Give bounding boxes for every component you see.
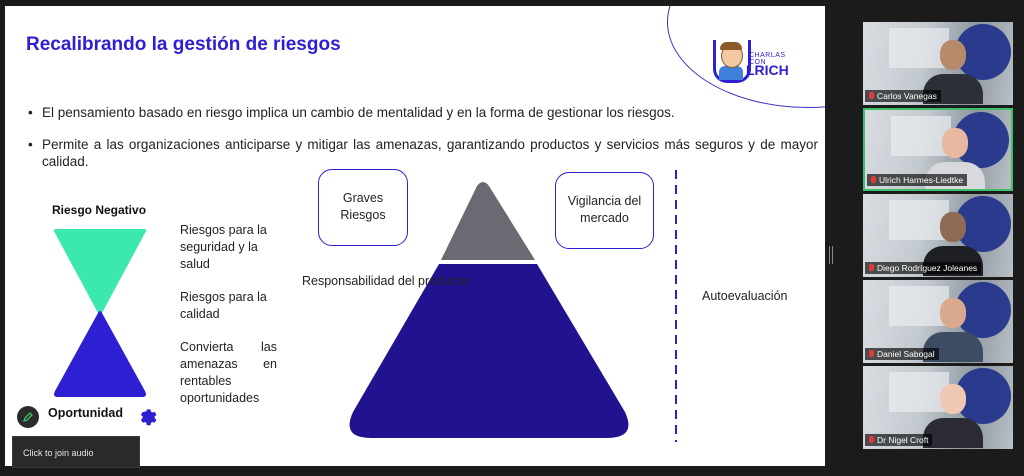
participant-head	[940, 212, 966, 242]
participant-name: Carlos Vanegas	[865, 90, 941, 102]
vigilancia-bubble: Vigilancia del mercado	[555, 172, 654, 249]
logo-avatar-hair	[720, 42, 742, 50]
panel-resize-handle[interactable]	[829, 246, 833, 264]
muted-mic-icon	[871, 176, 876, 183]
video-background-wall	[889, 28, 949, 68]
participant-name-text: Diego Rodríguez Joleanes	[877, 263, 978, 273]
join-audio-button[interactable]: Click to join audio	[12, 436, 140, 468]
participant-tile[interactable]: Carlos Vanegas	[863, 22, 1013, 105]
video-background-wall	[891, 116, 951, 156]
responsabilidad-label: Responsabilidad del productor	[302, 274, 471, 288]
autoevaluacion-label: Autoevaluación	[702, 289, 788, 303]
participant-name-text: Daniel Sabogal	[877, 349, 935, 359]
bullet-dot: •	[28, 137, 33, 152]
logo-big-text: LRICH	[746, 62, 789, 78]
participant-head	[940, 384, 966, 414]
pyramid-bottom	[349, 264, 629, 438]
participant-name-text: Ulrich Harmes-Liedtke	[879, 175, 964, 185]
risk-item-opportunities: Convierta las amenazas en rentables opor…	[180, 340, 277, 405]
pyramid-top	[441, 182, 535, 260]
participant-name: Daniel Sabogal	[865, 348, 939, 360]
participant-name: Diego Rodríguez Joleanes	[865, 262, 982, 274]
charlas-con-ulrich-logo: CHARLAS CON LRICH	[713, 38, 803, 88]
bullet-item: • El pensamiento basado en riesgo implic…	[28, 104, 818, 121]
participant-name-text: Carlos Vanegas	[877, 91, 937, 101]
bullet-text: El pensamiento basado en riesgo implica …	[42, 105, 675, 120]
video-background-wall	[889, 200, 949, 240]
hourglass-top-triangle	[53, 229, 147, 315]
riesgo-negativo-label: Riesgo Negativo	[52, 203, 147, 217]
gear-icon	[140, 409, 157, 426]
video-background-wall	[889, 372, 949, 412]
participant-head	[940, 40, 966, 70]
muted-mic-icon	[869, 264, 874, 271]
participant-name: Ulrich Harmes-Liedtke	[867, 174, 968, 186]
risk-pyramid	[349, 182, 629, 438]
participant-body	[923, 418, 983, 448]
risk-item-safety: Riesgos para la seguridad y la salud	[180, 223, 267, 271]
graves-riesgos-text: Graves Riesgos	[340, 191, 386, 222]
bullet-text: Permite a las organizaciones anticiparse…	[42, 137, 818, 169]
participant-tile[interactable]: Diego Rodríguez Joleanes	[863, 194, 1013, 277]
video-background-wall	[889, 286, 949, 326]
graves-riesgos-bubble: Graves Riesgos	[318, 169, 408, 246]
logo-small-text: CHARLAS CON	[749, 52, 786, 66]
participant-head	[942, 128, 968, 158]
bracket-line	[675, 170, 677, 442]
hourglass-bottom-triangle	[54, 311, 146, 397]
participant-tile[interactable]: Daniel Sabogal	[863, 280, 1013, 363]
slide-title: Recalibrando la gestión de riesgos	[26, 34, 341, 55]
pencil-icon	[22, 412, 33, 423]
annotate-button[interactable]	[17, 406, 39, 428]
logo-u-shape	[713, 40, 751, 83]
participant-tile[interactable]: Dr Nigel Croft	[863, 366, 1013, 449]
muted-mic-icon	[869, 350, 874, 357]
bullet-dot: •	[28, 105, 33, 120]
participant-name-text: Dr Nigel Croft	[877, 435, 929, 445]
hourglass-graphic	[53, 229, 147, 397]
bullet-item: • Permite a las organizaciones anticipar…	[28, 136, 818, 170]
risk-item-quality: Riesgos para la calidad	[180, 290, 267, 321]
presentation-slide: Recalibrando la gestión de riesgos CHARL…	[5, 6, 825, 466]
oportunidad-label: Oportunidad	[48, 406, 123, 420]
participant-tile[interactable]: Ulrich Harmes-Liedtke	[863, 108, 1013, 191]
participant-head	[940, 298, 966, 328]
muted-mic-icon	[869, 92, 874, 99]
participant-name: Dr Nigel Croft	[865, 434, 933, 446]
logo-avatar-body	[719, 66, 743, 80]
vigilancia-text: Vigilancia del mercado	[567, 194, 642, 225]
muted-mic-icon	[869, 436, 874, 443]
